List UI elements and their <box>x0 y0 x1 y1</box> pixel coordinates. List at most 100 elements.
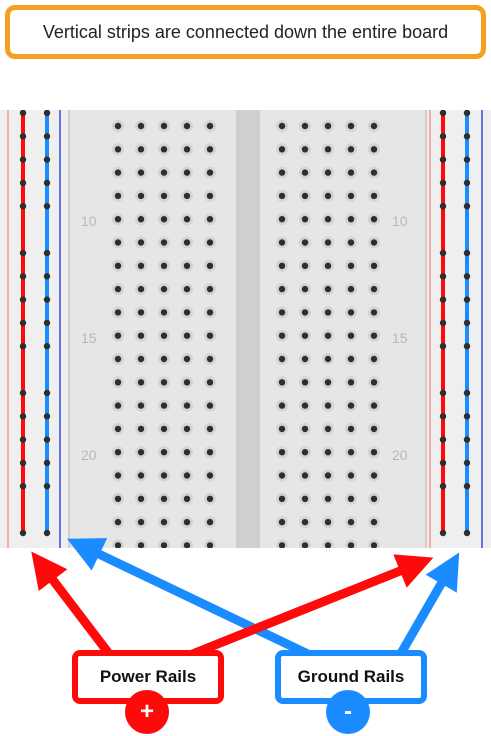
breadboard-hole <box>278 332 286 339</box>
breadboard-hole <box>347 332 355 339</box>
breadboard-hole <box>183 518 191 526</box>
breadboard-hole <box>183 309 191 316</box>
breadboard-hole <box>347 355 355 363</box>
breadboard-hole <box>137 355 145 363</box>
ground-rail-hole <box>463 249 471 257</box>
breadboard-hole <box>114 518 122 526</box>
breadboard-hole <box>324 239 332 246</box>
breadboard-hole <box>278 495 286 502</box>
ground-rail-hole <box>43 529 51 537</box>
breadboard-hole <box>206 122 214 130</box>
breadboard-hole <box>137 518 145 526</box>
breadboard-hole <box>370 495 378 502</box>
breadboard-hole <box>137 262 145 269</box>
plus-symbol: + <box>139 698 154 725</box>
breadboard-hole <box>114 146 122 153</box>
breadboard-hole <box>324 146 332 153</box>
breadboard-hole <box>301 169 309 176</box>
ground-rails-label: Ground Rails <box>275 650 427 704</box>
breadboard-hole <box>370 192 378 200</box>
breadboard-hole <box>160 309 168 316</box>
breadboard-hole <box>347 239 355 246</box>
breadboard-hole <box>183 122 191 130</box>
breadboard-hole <box>183 472 191 479</box>
breadboard-hole <box>370 216 378 223</box>
ground-rail-hole <box>43 110 51 117</box>
breadboard-hole <box>160 355 168 363</box>
breadboard-hole <box>301 402 309 409</box>
power-rail-hole <box>19 296 27 303</box>
breadboard-hole <box>183 449 191 456</box>
breadboard-hole <box>301 472 309 479</box>
breadboard-hole <box>324 122 332 130</box>
power-rail-hole <box>439 483 447 490</box>
power-rail-hole <box>439 273 447 280</box>
breadboard-hole <box>206 449 214 456</box>
breadboard-hole <box>160 216 168 223</box>
breadboard-hole <box>114 192 122 200</box>
ground-rail-hole <box>43 179 51 187</box>
breadboard-hole <box>370 285 378 293</box>
breadboard-hole <box>160 518 168 526</box>
breadboard-hole <box>278 379 286 386</box>
center-channel <box>236 110 260 548</box>
ground-rail-hole <box>43 133 51 140</box>
breadboard-hole <box>370 355 378 363</box>
breadboard-hole <box>347 425 355 433</box>
breadboard-hole <box>160 239 168 246</box>
power-rail-hole <box>19 249 27 257</box>
breadboard-hole <box>183 285 191 293</box>
breadboard-hole <box>301 518 309 526</box>
breadboard-hole <box>206 216 214 223</box>
breadboard-hole <box>347 192 355 200</box>
breadboard-hole <box>183 355 191 363</box>
breadboard-hole <box>206 169 214 176</box>
breadboard-hole <box>160 379 168 386</box>
breadboard-hole <box>324 542 332 548</box>
breadboard-hole <box>278 425 286 433</box>
power-rail-hole <box>19 529 27 537</box>
breadboard-hole <box>206 146 214 153</box>
breadboard-hole <box>370 518 378 526</box>
ground-rail-hole <box>463 156 471 163</box>
breadboard-hole <box>206 355 214 363</box>
breadboard-hole <box>278 285 286 293</box>
ground-rail-hole <box>43 343 51 350</box>
breadboard-hole <box>114 309 122 316</box>
row-number-10-left: 10 <box>81 213 97 229</box>
breadboard-hole <box>324 449 332 456</box>
breadboard-hole <box>347 449 355 456</box>
breadboard-hole <box>114 425 122 433</box>
breadboard-hole <box>137 122 145 130</box>
breadboard: 10 15 20 10 15 20 <box>0 110 491 548</box>
breadboard-hole <box>278 146 286 153</box>
ground-rail-hole <box>463 273 471 280</box>
ground-rails-text: Ground Rails <box>297 667 405 686</box>
ground-rail-hole <box>43 156 51 163</box>
power-rail-hole <box>19 343 27 350</box>
breadboard-hole <box>324 355 332 363</box>
left-rail-strip <box>0 110 70 548</box>
breadboard-hole <box>347 216 355 223</box>
ground-rail-hole <box>463 413 471 420</box>
row-number-10-right: 10 <box>392 213 408 229</box>
breadboard-hole <box>370 402 378 409</box>
breadboard-hole <box>114 169 122 176</box>
power-rail-hole <box>439 459 447 467</box>
breadboard-hole <box>183 402 191 409</box>
breadboard-hole <box>137 425 145 433</box>
power-rail-hole <box>439 389 447 397</box>
breadboard-hole <box>370 122 378 130</box>
breadboard-hole <box>347 402 355 409</box>
breadboard-hole <box>206 379 214 386</box>
breadboard-hole <box>183 146 191 153</box>
power-rail-hole <box>19 413 27 420</box>
breadboard-hole <box>160 169 168 176</box>
row-number-15-left: 15 <box>81 330 97 346</box>
ground-rail-hole <box>43 273 51 280</box>
breadboard-hole <box>324 216 332 223</box>
power-rail-hole <box>19 436 27 443</box>
breadboard-hole <box>324 402 332 409</box>
breadboard-hole <box>206 262 214 269</box>
breadboard-hole <box>370 472 378 479</box>
